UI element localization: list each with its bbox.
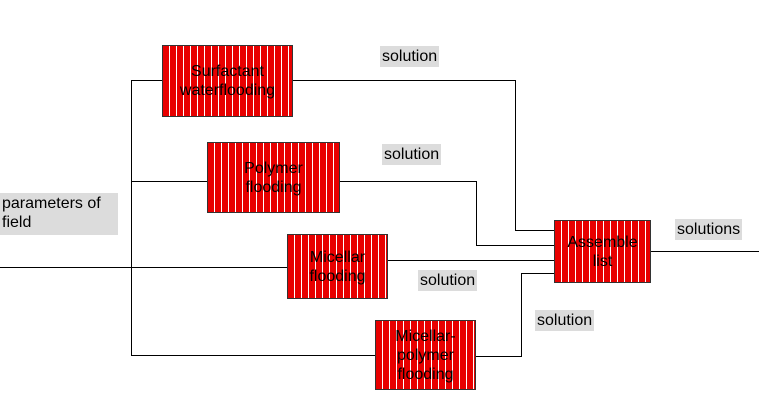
- box-label-line: polymer: [397, 346, 454, 364]
- output-polymer: [340, 181, 554, 246]
- box-label-line: waterflooding: [179, 82, 276, 99]
- output-surfactant: [293, 80, 554, 231]
- output-micellar-polymer: [476, 273, 554, 357]
- process-box-micellar-flooding[interactable]: Micellar flooding: [287, 234, 388, 299]
- process-box-micellar-polymer-flooding[interactable]: Micellar- polymer flooding: [375, 320, 476, 390]
- box-label-line: flooding: [245, 178, 302, 196]
- solution-label: solution: [418, 270, 478, 291]
- solution-label: solution: [382, 144, 442, 165]
- process-box-surfactant-waterflooding[interactable]: Surfactant waterflooding: [162, 45, 293, 117]
- input-label: parameters of field: [0, 193, 118, 235]
- box-label-line: Polymer: [244, 159, 303, 177]
- assemble-list-box[interactable]: Assemble list: [554, 220, 651, 283]
- process-box-polymer-flooding[interactable]: Polymer flooding: [207, 142, 340, 213]
- solution-label: solution: [380, 46, 440, 67]
- output-label: solutions: [675, 219, 743, 240]
- box-label-line: Surfactant: [191, 63, 264, 80]
- box-label-line: flooding: [309, 267, 366, 285]
- box-label-line: Micellar-: [395, 327, 456, 345]
- box-label-line: Assemble: [567, 233, 638, 251]
- box-label-line: Micellar: [309, 248, 366, 266]
- box-label-line: list: [592, 252, 613, 270]
- solution-label: solution: [535, 310, 595, 331]
- box-label-line: flooding: [397, 365, 454, 383]
